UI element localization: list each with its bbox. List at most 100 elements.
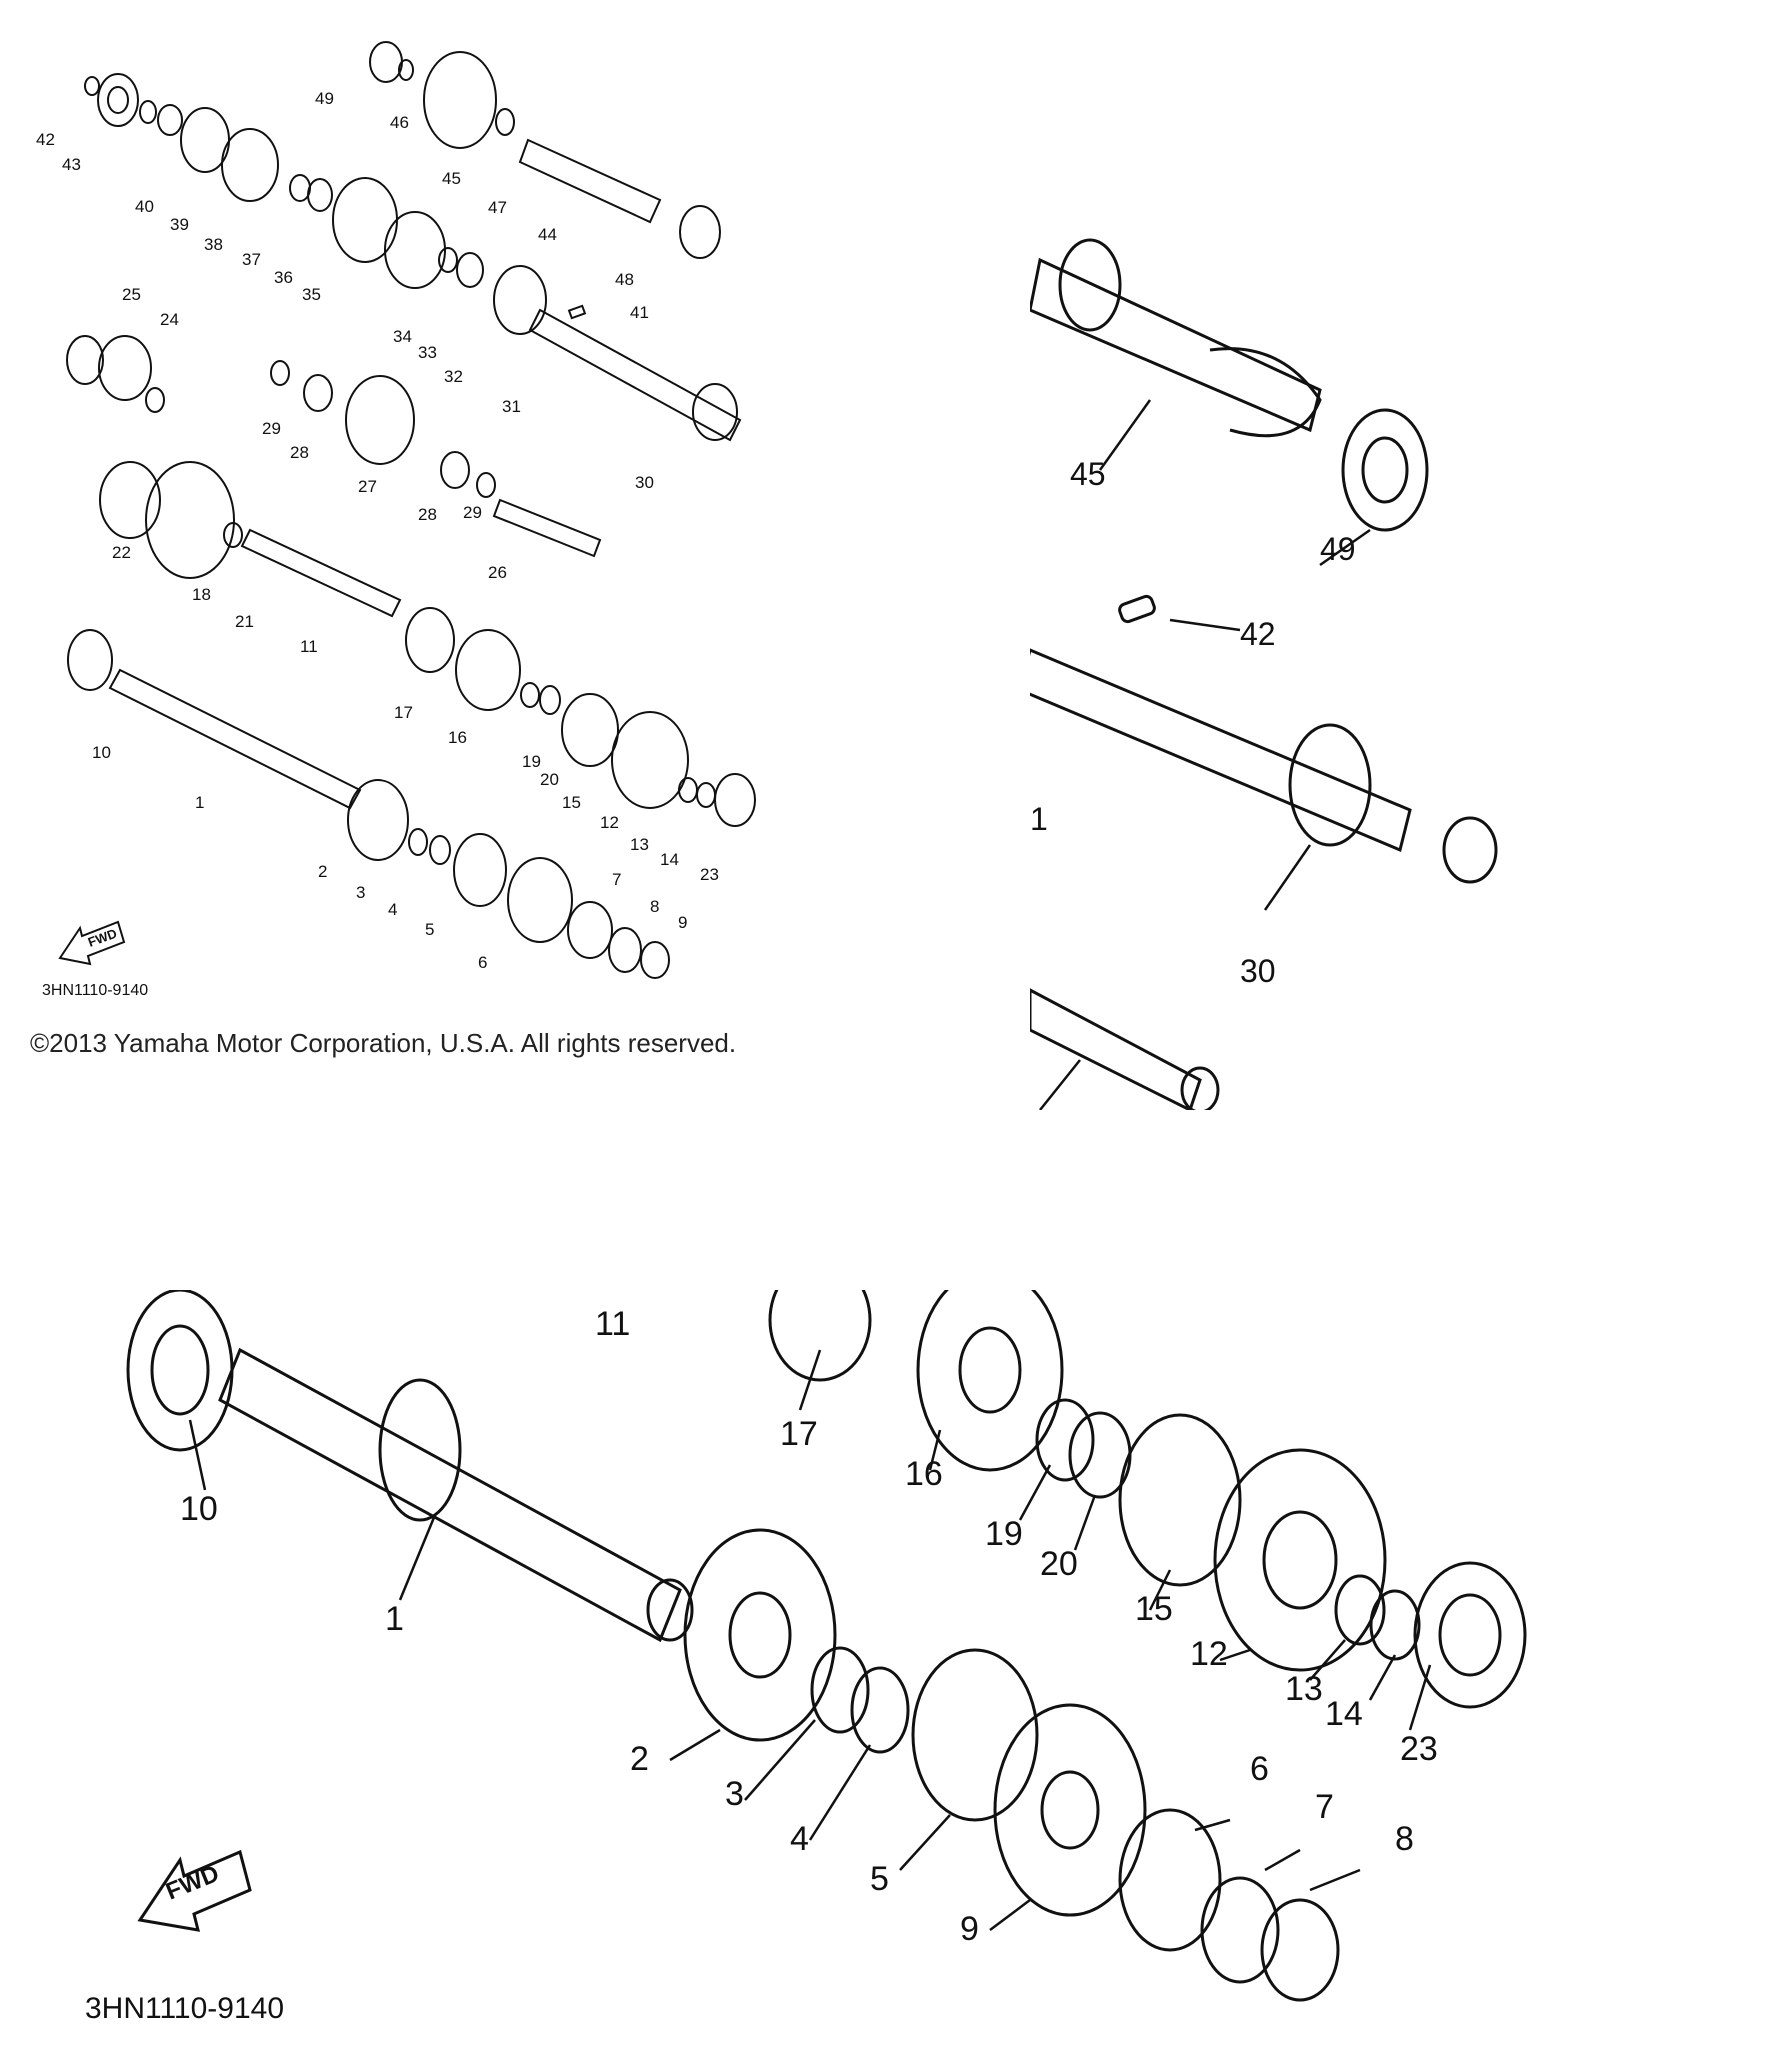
zoom-callout-19: 19	[985, 1515, 1023, 1553]
callout-37: 37	[242, 250, 261, 269]
callout-15: 15	[562, 793, 581, 812]
part-21-washer	[223, 522, 243, 548]
callout-29: 29	[463, 503, 482, 522]
zoom-part-45-gear	[1209, 347, 1322, 438]
callout-45: 45	[442, 169, 461, 188]
callout-21: 21	[235, 612, 254, 631]
zoom-part-49-bearing	[1341, 408, 1429, 532]
callout-28: 28	[290, 443, 309, 462]
callout-29: 29	[262, 419, 281, 438]
zoom-bottom-leaders	[188, 1349, 1432, 1931]
zoom-part-6-gear	[993, 1703, 1147, 1917]
part-33-clip	[438, 247, 458, 273]
zoom-callout-6: 6	[1250, 1750, 1269, 1788]
callout-13: 13	[630, 835, 649, 854]
callout-46: 46	[390, 113, 409, 132]
callout-23: 23	[700, 865, 719, 884]
callout-26: 26	[488, 563, 507, 582]
part-45-shaft	[518, 138, 662, 224]
callout-27: 27	[358, 477, 377, 496]
callout-9: 9	[678, 913, 687, 932]
zoom-part-17-gear	[768, 1290, 872, 1382]
zoom-part-7-gear	[1118, 1808, 1222, 1952]
callout-48: 48	[615, 270, 634, 289]
callout-33: 33	[418, 343, 437, 362]
callout-14: 14	[660, 850, 679, 869]
part-2-gear	[347, 779, 409, 861]
zoom-callout-9: 9	[960, 1910, 979, 1948]
part-35-gear	[332, 177, 398, 263]
part-1-shaft	[108, 668, 362, 810]
callout-47: 47	[488, 198, 507, 217]
zoom-part-3-washer	[810, 1646, 870, 1734]
callout-1: 1	[195, 793, 204, 812]
part-28-bearing	[303, 374, 333, 412]
part-6-gear	[507, 857, 573, 943]
zoom-part-10-bearing	[126, 1290, 234, 1452]
callout-42: 42	[36, 130, 55, 149]
callout-3: 3	[356, 883, 365, 902]
part-9-nut	[640, 941, 670, 979]
callout-8: 8	[650, 897, 659, 916]
callout-35: 35	[302, 285, 321, 304]
zoom-part-42-pin	[1118, 594, 1156, 624]
callout-34: 34	[393, 327, 412, 346]
part-19-clip	[520, 682, 540, 708]
zoom-callout-11: 11	[595, 1305, 630, 1343]
callout-39: 39	[170, 215, 189, 234]
part-8-bearing	[608, 927, 642, 973]
callout-12: 12	[600, 813, 619, 832]
zoom-bottom-drawing: FWD 3HN1110-9140 11171619201512131423101…	[85, 1290, 1527, 2025]
callout-24: 24	[160, 310, 179, 329]
part-20-washer	[539, 685, 561, 715]
callout-10: 10	[92, 743, 111, 762]
zoom-callout-8: 8	[1395, 1820, 1414, 1858]
zoom-callout-15: 15	[1135, 1590, 1173, 1628]
zoom-part-5-gear	[911, 1648, 1039, 1822]
zoom-part-14-clip	[1369, 1589, 1421, 1661]
callout-5: 5	[425, 920, 434, 939]
part-22-gear	[99, 461, 161, 539]
part-34-gear	[384, 211, 446, 289]
zoom-part-15-gear	[1118, 1413, 1242, 1587]
zoom-part-16-gear	[916, 1290, 1064, 1472]
zoom-callout-1: 1	[385, 1600, 404, 1638]
part-42-pin	[567, 304, 587, 320]
zoom-callout-12: 12	[1190, 1635, 1228, 1673]
zoom-part-1-gear	[378, 1378, 462, 1522]
zoom-part-30-axle	[1030, 648, 1412, 853]
zoom-callout-14: 14	[1325, 1695, 1363, 1733]
part-48-clip	[495, 108, 515, 136]
callout-36: 36	[274, 268, 293, 287]
part-10-bearing	[67, 629, 113, 691]
part-4-clip	[429, 835, 451, 865]
zoom-part-1-shaft	[218, 1347, 682, 1643]
part-27-gear	[345, 375, 415, 465]
part-5-gear	[453, 833, 507, 907]
zoom-part-45-shaft	[1030, 257, 1322, 433]
part-30-axle	[528, 308, 742, 442]
part-50-bearing	[369, 41, 403, 83]
callout-43: 43	[62, 155, 81, 174]
callout-18: 18	[192, 585, 211, 604]
part-31-gear	[493, 265, 547, 335]
part-17-gear	[405, 607, 455, 673]
callout-4: 4	[388, 900, 397, 919]
fwd-arrow-icon-large	[137, 1849, 252, 1932]
zoom-callout-3: 3	[725, 1775, 744, 1813]
part-44-bearing	[97, 73, 139, 127]
callout-41: 41	[630, 303, 649, 322]
callout-50: 50	[0, 0, 19, 4]
part-29-washer	[270, 360, 290, 386]
overview-callouts: 1234567891011121314151617181920212223242…	[0, 0, 719, 972]
callout-31: 31	[502, 397, 521, 416]
callout-20: 20	[540, 770, 559, 789]
part-13b-clip	[678, 777, 698, 803]
part-14-clip	[696, 782, 716, 808]
zoom-top-parts	[1030, 238, 1498, 1110]
